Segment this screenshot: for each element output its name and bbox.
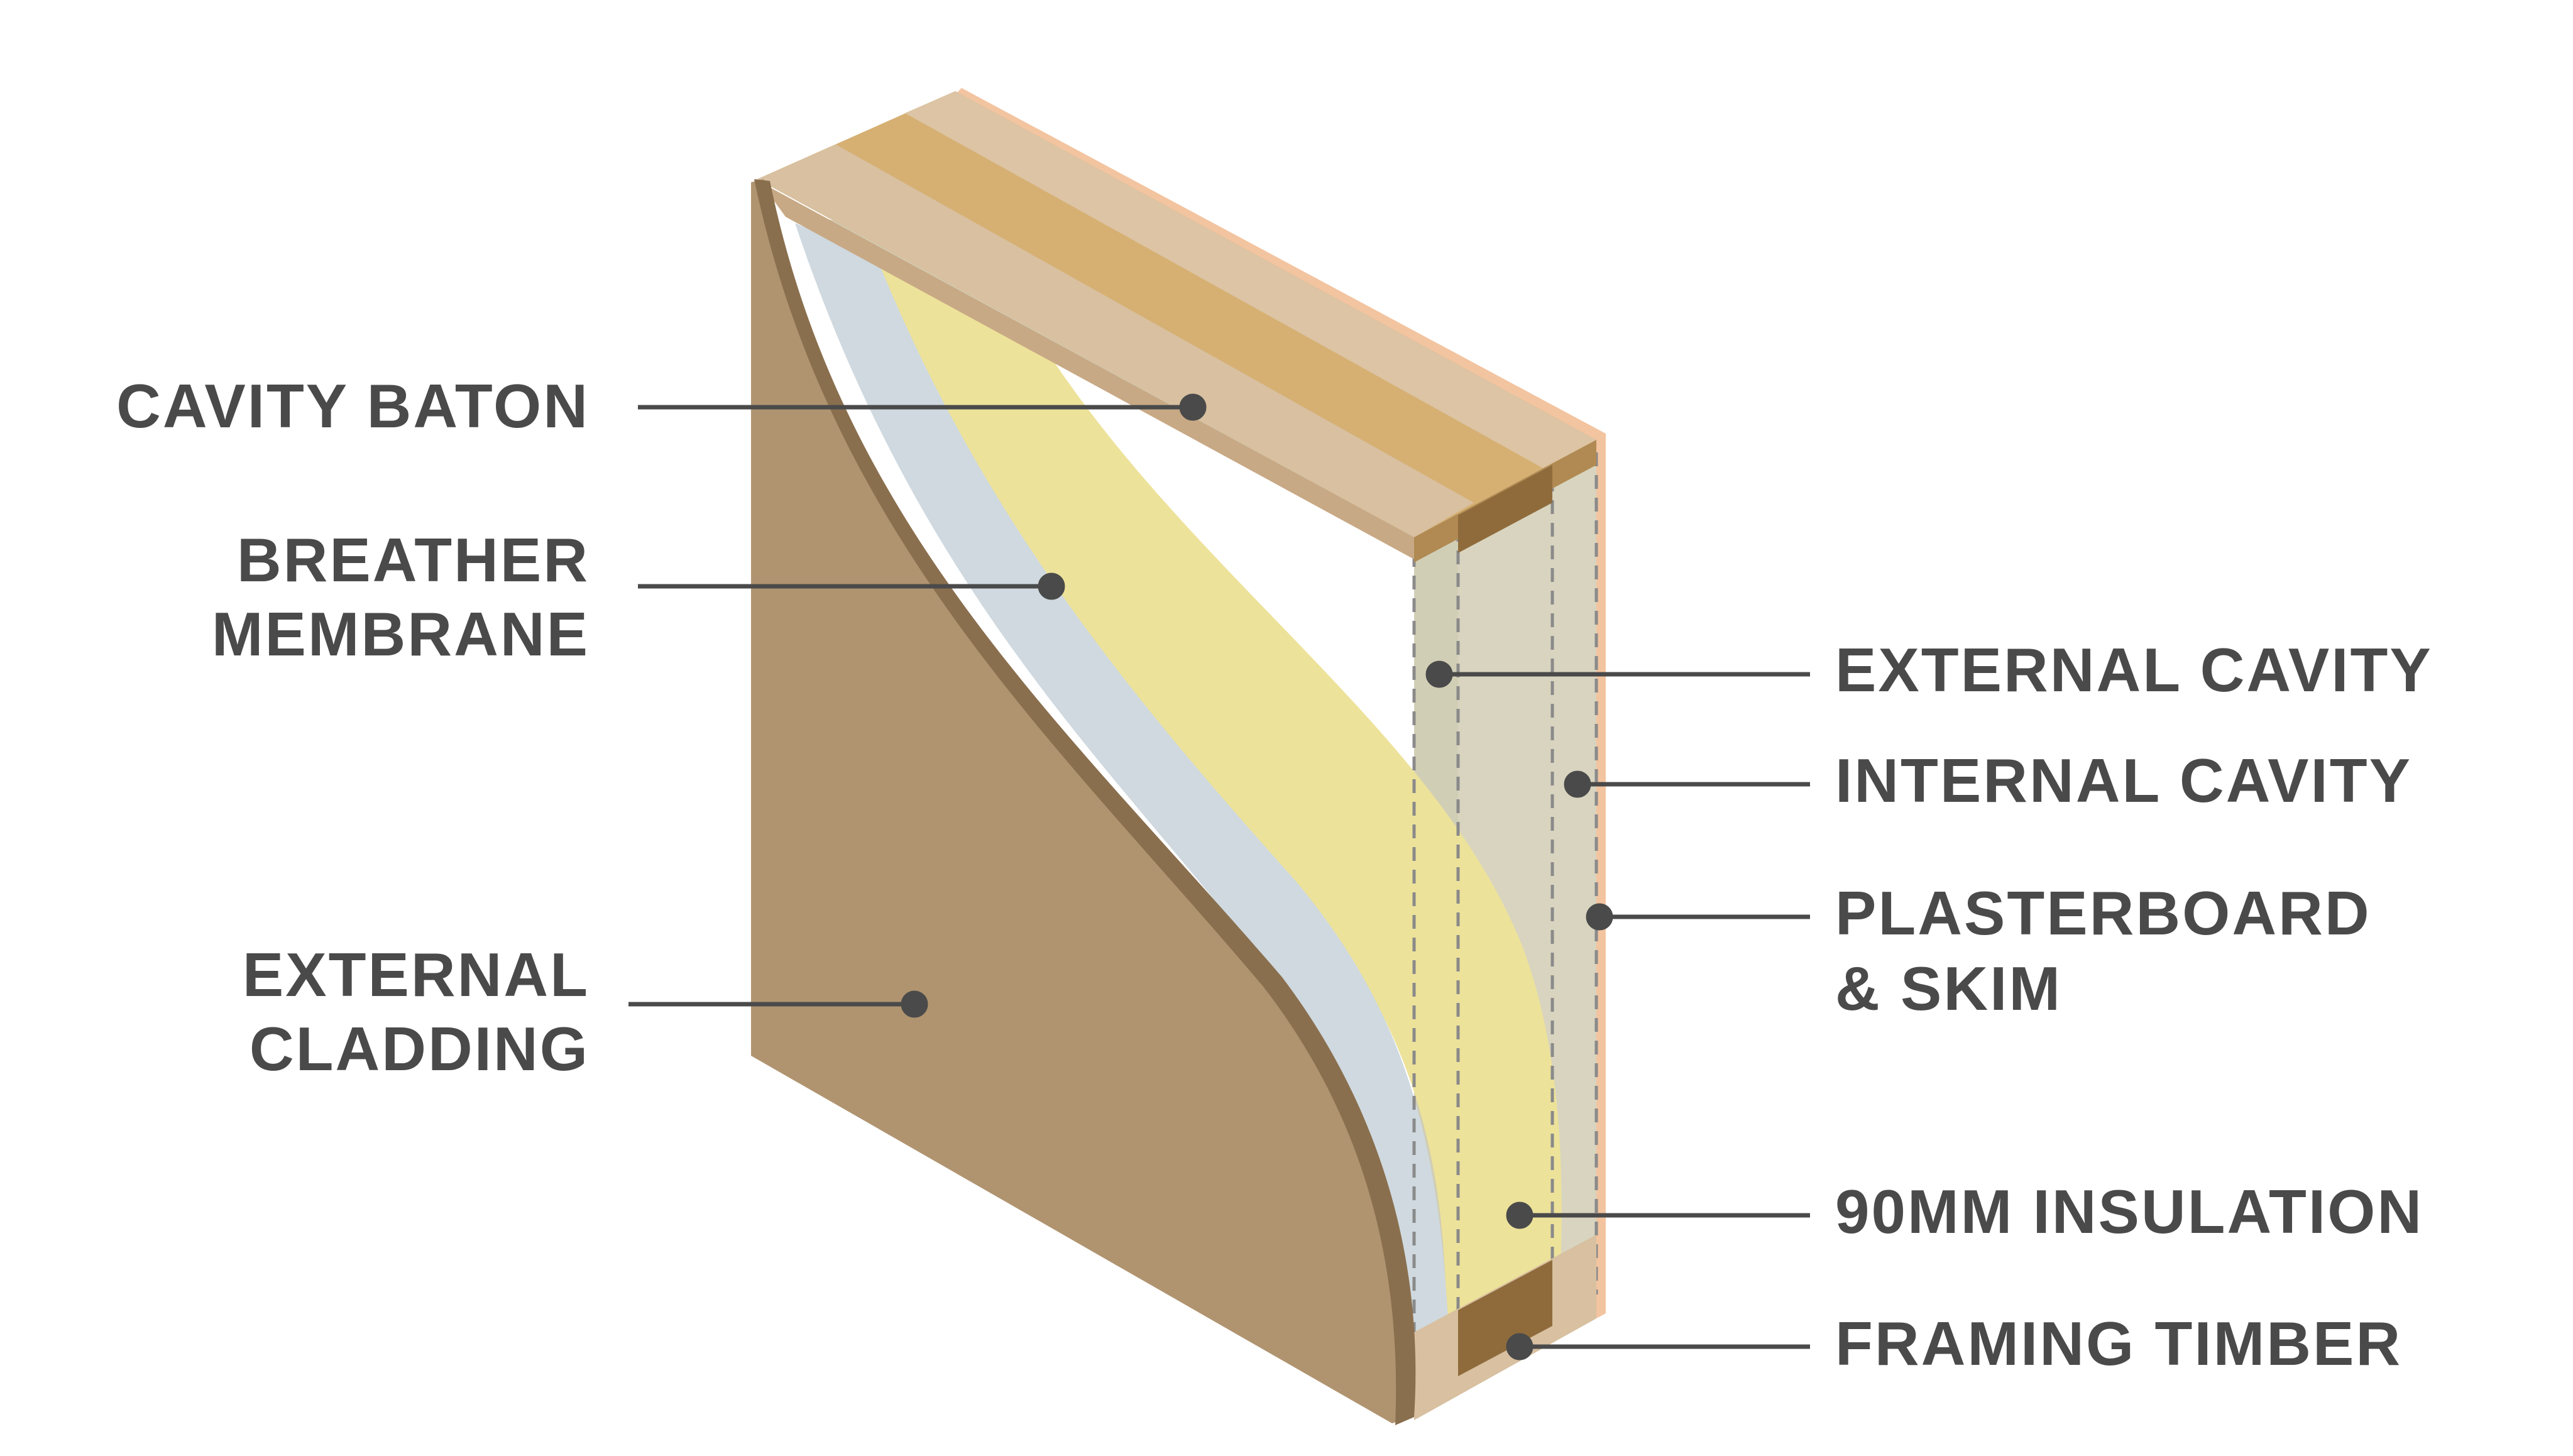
plasterboard-skim-label-line1: PLASTERBOARD xyxy=(1835,879,2371,948)
labels: CAVITY BATON BREATHER MEMBRANE EXTERNAL … xyxy=(116,371,2433,1378)
breather-membrane-label-line1: BREATHER xyxy=(237,525,590,594)
wall-illustration xyxy=(751,88,1606,1425)
breather-membrane-layer xyxy=(795,223,1452,1389)
external-cavity-label: EXTERNAL CAVITY xyxy=(1835,635,2433,704)
cavity-baton-dot xyxy=(1179,393,1207,421)
external-cladding-label-line1: EXTERNAL xyxy=(243,940,590,1009)
framing-timber-bottom-end xyxy=(1458,1260,1552,1376)
breather-membrane-dot xyxy=(1038,572,1065,600)
external-cladding-label-line2: CLADDING xyxy=(250,1014,590,1083)
cavity-baton-side xyxy=(760,182,1414,559)
cavity-baton-top-light-front xyxy=(757,145,1474,537)
internal-cavity-dot xyxy=(1564,770,1591,798)
insulation-layer xyxy=(867,245,1562,1370)
external-cladding-face xyxy=(751,179,1403,1423)
breather-membrane-label-line2: MEMBRANE xyxy=(212,599,590,669)
internal-cavity-label: INTERNAL CAVITY xyxy=(1835,746,2412,815)
plasterboard-skim-label-line2: & SKIM xyxy=(1835,954,2062,1023)
framing-timber-dot xyxy=(1506,1333,1533,1360)
cavity-baton-end-grain xyxy=(1458,465,1552,553)
framing-dashed-lines xyxy=(1412,452,1598,1395)
insulation-dot xyxy=(1506,1201,1533,1229)
external-cladding-dot xyxy=(901,990,928,1018)
insulation-label: 90MM INSULATION xyxy=(1835,1177,2423,1246)
plasterboard-skim-dot xyxy=(1586,903,1613,931)
framing-timber-label: FRAMING TIMBER xyxy=(1835,1309,2402,1378)
external-cavity-dot xyxy=(1425,660,1453,688)
cavity-baton-top-light-back xyxy=(905,91,1596,468)
leader-lines xyxy=(628,393,1810,1360)
cavity-baton-label: CAVITY BATON xyxy=(116,371,590,441)
cavity-baton-top xyxy=(757,91,1596,537)
